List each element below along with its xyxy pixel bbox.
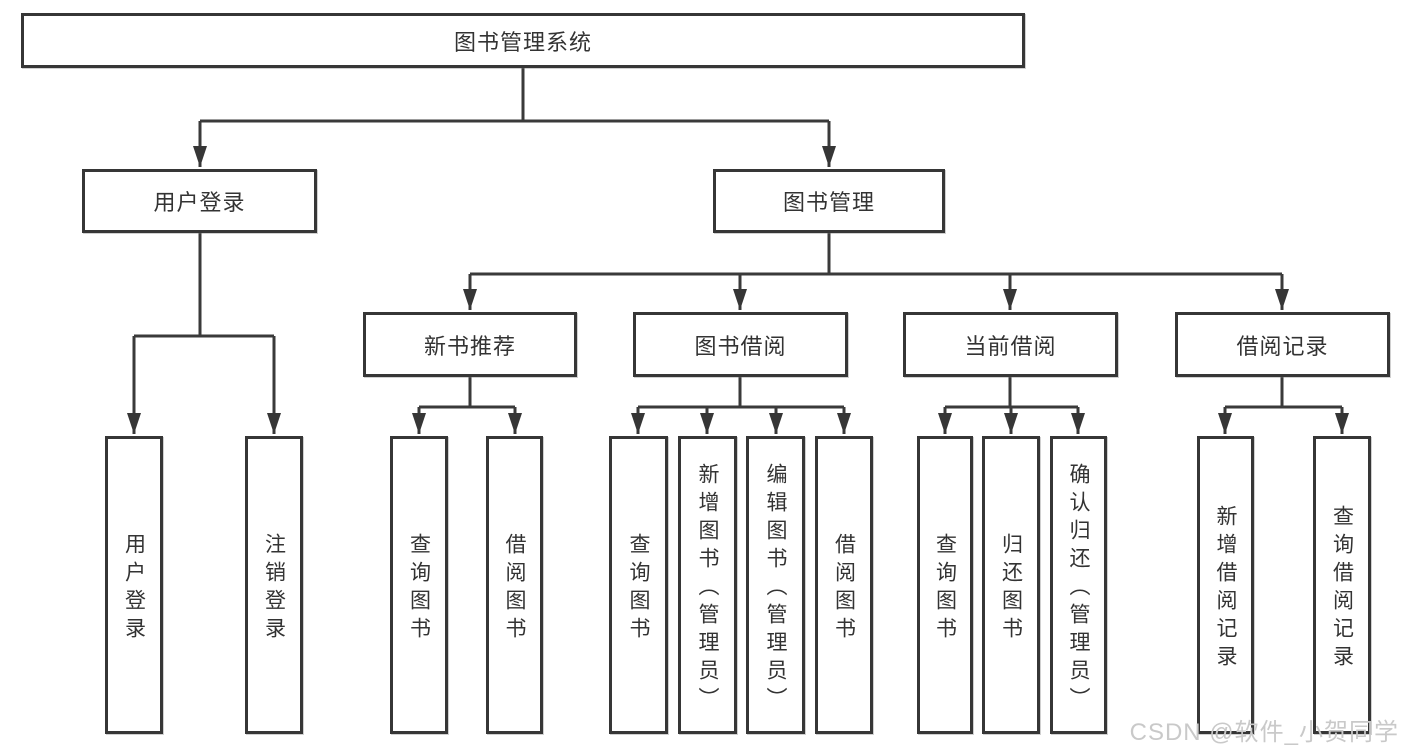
csdn-watermark: CSDN @软件_小贺同学: [1129, 719, 1399, 746]
node-user-login: 用户登录: [82, 169, 317, 233]
leaf-current-confirm-return-admin: 确认归还（管理员）: [1050, 436, 1107, 734]
node-book-borrow: 图书借阅: [633, 312, 848, 377]
leaf-records-add-record: 新增借阅记录: [1197, 436, 1254, 734]
node-library-system: 图书管理系统: [21, 13, 1025, 68]
leaf-logout: 注销登录: [245, 436, 303, 734]
leaf-records-query-record: 查询借阅记录: [1313, 436, 1371, 734]
node-borrow-records: 借阅记录: [1175, 312, 1390, 377]
leaf-current-query-books: 查询图书: [917, 436, 973, 734]
leaf-borrow-query-books: 查询图书: [609, 436, 668, 734]
node-new-book-recommend: 新书推荐: [363, 312, 577, 377]
node-book-management: 图书管理: [713, 169, 945, 233]
leaf-recommend-borrow-books: 借阅图书: [486, 436, 543, 734]
leaf-recommend-query-books: 查询图书: [390, 436, 448, 734]
leaf-borrow-borrow-books: 借阅图书: [815, 436, 873, 734]
leaf-borrow-add-books-admin: 新增图书（管理员）: [678, 436, 737, 734]
leaf-user-login: 用户登录: [105, 436, 163, 734]
leaf-current-return-books: 归还图书: [982, 436, 1040, 734]
node-current-borrow: 当前借阅: [903, 312, 1118, 377]
leaf-borrow-edit-books-admin: 编辑图书（管理员）: [746, 436, 805, 734]
